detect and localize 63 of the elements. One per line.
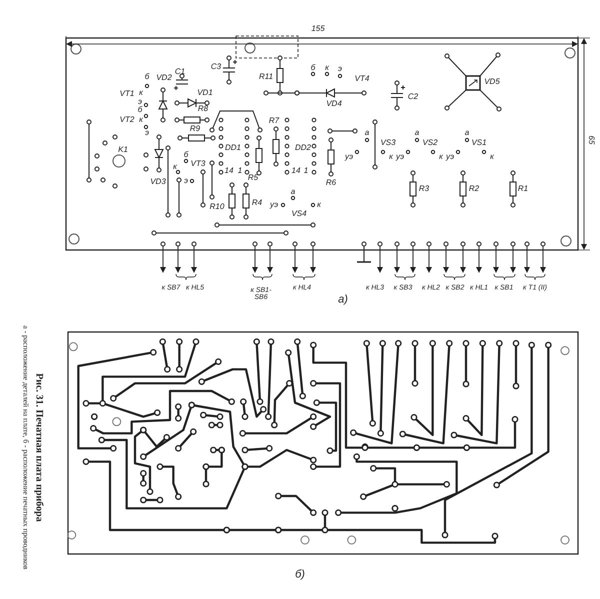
component-label: VT4: [354, 75, 370, 83]
pin-label: а: [464, 129, 470, 137]
pin-label: уэ: [396, 153, 404, 161]
pin-label: к: [325, 64, 329, 72]
component-label: VD5: [484, 78, 500, 86]
pin-label: э: [138, 98, 142, 106]
pin-label: б: [144, 73, 150, 81]
pin-label: к: [490, 153, 494, 161]
dimension-value: 65: [587, 136, 595, 144]
pin-label: б: [138, 106, 142, 114]
pin-label: а: [290, 188, 296, 196]
component-label: R1: [518, 185, 528, 193]
pin-label: э: [145, 129, 149, 137]
component-label: R7: [268, 117, 280, 125]
figure-panel-label: а): [338, 294, 348, 306]
pin-label: к: [139, 116, 143, 124]
component-label: VS1: [471, 139, 487, 147]
pin-label: к: [439, 153, 443, 161]
component-label: R8: [198, 105, 208, 113]
component-label: R2: [468, 185, 480, 193]
component-label: R9: [190, 125, 200, 133]
component-label: VT3: [190, 160, 206, 168]
pin-label: э: [184, 177, 188, 185]
dimension-value: 155: [311, 25, 325, 33]
component-label: R10: [210, 203, 224, 211]
component-label: C3: [210, 63, 222, 71]
component-label: VS4: [291, 210, 307, 218]
pin-label: уэ: [270, 201, 278, 209]
pin-label: к: [173, 163, 177, 171]
pin-label: б: [310, 64, 316, 72]
component-label: C1: [174, 68, 186, 76]
component-label: K1: [118, 146, 128, 154]
component-label: VT2: [120, 116, 134, 124]
pin-label: к: [139, 89, 143, 97]
pin-label: б: [184, 151, 188, 159]
component-label: R11: [258, 73, 274, 81]
pin-label: 14: [292, 167, 300, 175]
pin-label: 14: [224, 167, 234, 175]
component-label: R6: [326, 179, 336, 187]
pin-label: к: [317, 201, 321, 209]
component-label: VT1: [120, 90, 134, 98]
component-label: DD2: [295, 144, 311, 152]
figure-title: Рис. 31. Печатная плата прибора: [34, 372, 44, 524]
pin-label: уэ: [344, 153, 354, 161]
component-label: VD3: [150, 178, 166, 186]
component-label: R4: [252, 199, 262, 207]
pin-label: э: [338, 65, 342, 73]
component-label: VS2: [422, 139, 438, 147]
component-label: R3: [418, 185, 430, 193]
component-label: DD1: [225, 144, 241, 152]
component-label: R5: [248, 174, 258, 182]
component-label: VD2: [156, 74, 172, 82]
pin-label: к: [389, 153, 393, 161]
pin-label: а: [414, 129, 420, 137]
component-label: VD4: [326, 100, 342, 108]
figure-panel-label: б): [295, 570, 305, 580]
component-label: VS3: [380, 139, 396, 147]
component-label: C2: [408, 93, 418, 101]
pin-label: 1: [238, 167, 242, 175]
pin-label: 1: [304, 167, 308, 175]
component-label: VD1: [197, 89, 213, 97]
pin-label: а: [364, 129, 370, 137]
pin-label: уэ: [446, 153, 454, 161]
